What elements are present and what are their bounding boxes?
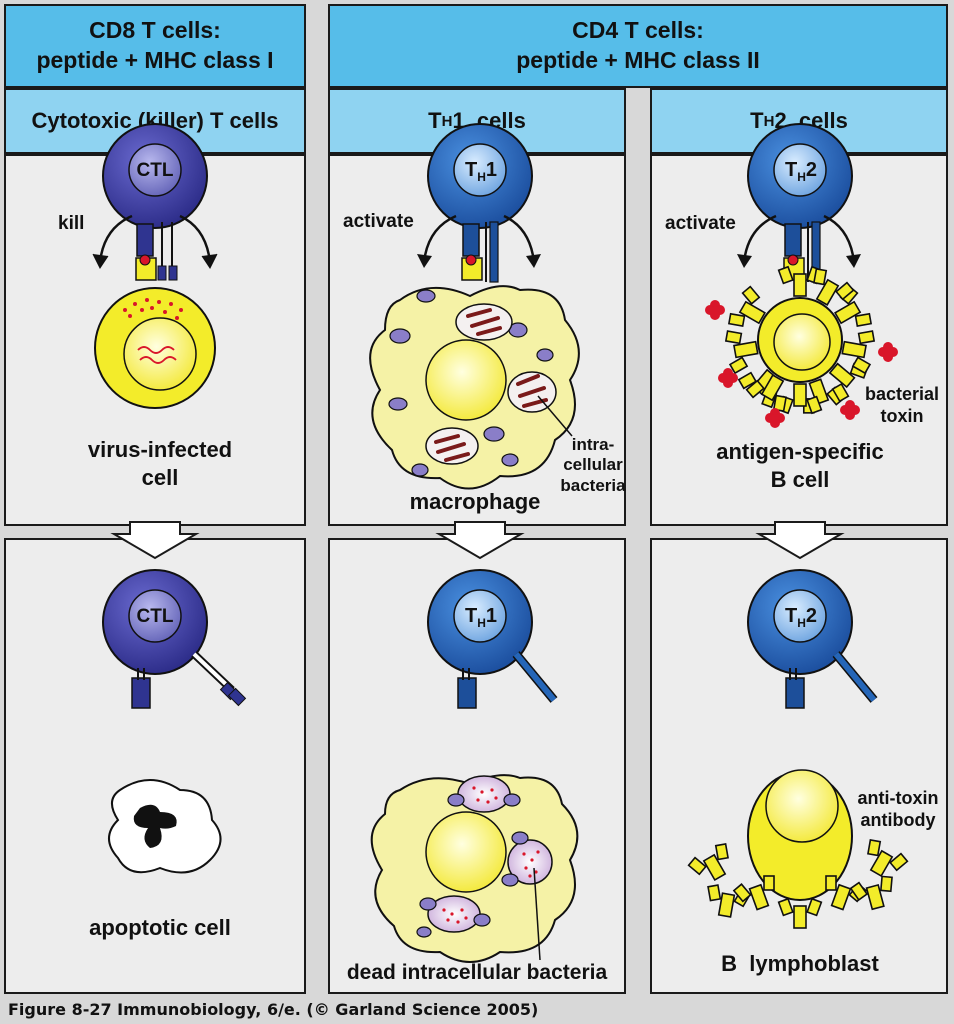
b-lymphoblast [747, 769, 853, 901]
th1-bottom-num: 1 [485, 605, 497, 627]
b-cell-top [723, 265, 877, 417]
th2-cell-bottom [747, 569, 853, 675]
figure-caption: Figure 8-27 Immunobiology, 6/e. (© Garla… [8, 1000, 539, 1019]
cd4-header-line2: peptide + MHC class II [516, 47, 760, 73]
intra-line1: intra- [571, 435, 615, 454]
anti-toxin-antibody-label: anti-toxin antibody [850, 788, 946, 831]
th2-top-t: T [784, 159, 798, 181]
th2-label-top: TH2 [776, 158, 826, 185]
kill-label: kill [58, 213, 85, 234]
virus-infected-line1: virus-infected [87, 437, 233, 462]
ctl-cell-top [102, 123, 208, 229]
cd8-header-line1: CD8 T cells: [89, 17, 221, 44]
ctl-cell-bottom [102, 569, 208, 675]
ctl-label-bottom: CTL [136, 606, 174, 627]
virus-infected-cell [94, 287, 216, 409]
th1-subheader-h: H [441, 112, 453, 130]
cd4-header: CD4 T cells: peptide + MHC class II [328, 4, 948, 88]
apoptotic-cell [108, 779, 222, 874]
macrophage-label: macrophage [409, 489, 541, 514]
intra-line3: bacteria [560, 475, 626, 495]
th2-subheader-t: T [750, 108, 764, 133]
virus-infected-label: virus-infected cell [60, 436, 260, 491]
tcr-receptor [136, 223, 154, 257]
th1-label-top: TH1 [456, 158, 506, 185]
th2-cell-top [747, 123, 853, 229]
th2-bottom-num: 2 [805, 605, 817, 627]
macrophage-bottom [370, 774, 579, 963]
activate-label-th1: activate [343, 211, 414, 232]
arrow-ctl [110, 521, 200, 560]
th1-bottom-h: H [477, 616, 486, 630]
b-lymphoblast-label: B lymphoblast [721, 951, 879, 976]
antigen-specific-label: antigen-specific B cell [690, 438, 910, 493]
th1-subheader-t: T [428, 108, 442, 133]
macrophage-top [369, 285, 580, 490]
th1-cell-top [427, 123, 533, 229]
virus-infected-line2: cell [141, 464, 179, 490]
cd4-header-line1: CD4 T cells: [572, 17, 704, 44]
cd8-header-line2: peptide + MHC class I [36, 47, 274, 73]
activate-label-th2: activate [665, 213, 736, 234]
th2-top-h: H [797, 170, 806, 184]
ctl-label-top: CTL [136, 160, 174, 181]
peptide-dot [139, 254, 151, 266]
th2-bottom-t: T [784, 605, 798, 627]
th1-top-h: H [477, 170, 486, 184]
th2-label-bottom: TH2 [776, 604, 826, 631]
arrow-th2 [755, 521, 845, 560]
antigen-specific-line2: B cell [770, 466, 830, 492]
th1-bottom-t: T [464, 605, 478, 627]
anti-toxin-line1: anti-toxin [857, 788, 939, 808]
bacterial-toxin-label: bacterial toxin [862, 384, 942, 427]
th1-label-bottom: TH1 [456, 604, 506, 631]
th1-top-num: 1 [485, 159, 497, 181]
th2-bottom-h: H [797, 616, 806, 630]
th2-top-num: 2 [805, 159, 817, 181]
antigen-specific-line1: antigen-specific [716, 439, 884, 464]
intra-line2: cellular [563, 455, 623, 475]
bacterial-toxin-line2: toxin [880, 405, 924, 426]
arrow-th1 [435, 521, 525, 560]
cd8-header: CD8 T cells: peptide + MHC class I [4, 4, 306, 88]
apoptotic-cell-label: apoptotic cell [89, 915, 231, 940]
th1-top-t: T [464, 159, 478, 181]
th1-cell-bottom [427, 569, 533, 675]
anti-toxin-line2: antibody [860, 809, 936, 830]
th2-subheader-h: H [763, 112, 775, 130]
bacterial-toxin-line1: bacterial [864, 384, 940, 404]
intracellular-bacteria-label: intra- cellular bacteria [560, 435, 626, 496]
dead-bacteria-label: dead intracellular bacteria [346, 961, 608, 984]
